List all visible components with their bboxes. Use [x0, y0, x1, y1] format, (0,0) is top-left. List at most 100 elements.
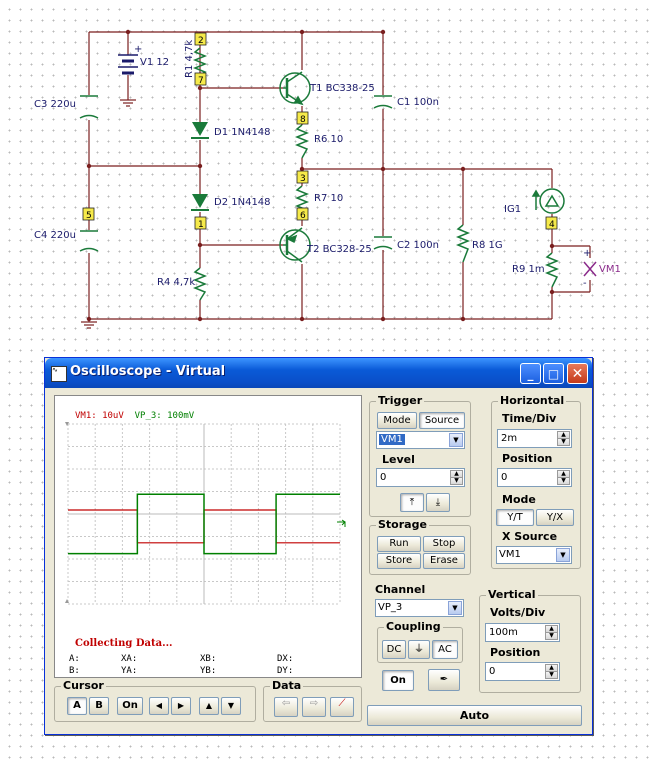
- trigger-group: Trigger Mode Source VM1 ▼ Level 0 ▲ ▼ ⤒ …: [369, 394, 471, 517]
- storage-stop-button[interactable]: Stop: [423, 536, 465, 552]
- time-div-label: Time/Div: [502, 412, 557, 425]
- trigger-source-button[interactable]: Source: [419, 412, 465, 429]
- horizontal-group: Horizontal Time/Div 2m ▲ ▼ Position 0 ▲ …: [491, 394, 581, 569]
- battery-v1: [118, 54, 138, 75]
- v-position-input[interactable]: 0 ▲ ▼: [485, 662, 560, 681]
- time-div-input[interactable]: 2m ▲ ▼: [497, 429, 572, 448]
- minimize-button[interactable]: _: [520, 363, 541, 384]
- close-button[interactable]: ✕: [567, 363, 588, 384]
- trigger-level-input[interactable]: 0 ▲ ▼: [376, 468, 465, 487]
- channel-label: Channel: [375, 583, 426, 596]
- node-4: 4: [545, 216, 558, 230]
- label-c4: C4 220u: [34, 230, 76, 241]
- trigger-source-select[interactable]: VM1 ▼: [376, 431, 465, 449]
- cursor-right-button[interactable]: ▶: [171, 697, 191, 715]
- mode-yt-button[interactable]: Y/T: [496, 509, 534, 526]
- spin-down-icon[interactable]: ▼: [545, 671, 558, 679]
- resistor-r8: [455, 224, 471, 263]
- node-3: 3: [296, 170, 309, 184]
- chevron-down-icon: ▼: [556, 548, 570, 562]
- cursor-b-button[interactable]: B: [89, 697, 109, 715]
- vm1-scale: VM1: 10uV: [75, 411, 124, 421]
- h-position-label: Position: [502, 452, 553, 465]
- label-vm1: VM1: [599, 264, 621, 275]
- battery-plus-sign: +: [134, 44, 142, 55]
- spin-down-icon[interactable]: ▼: [545, 632, 558, 640]
- vp3-scale: VP_3: 100mV: [134, 411, 195, 421]
- label-t2: T2 BC328-25: [306, 244, 372, 255]
- label-t1: T1 BC338-25: [309, 83, 375, 94]
- svg-text:7: 7: [198, 76, 204, 86]
- trigger-falling-button[interactable]: ⤓: [426, 493, 450, 512]
- ground-icon: [81, 99, 136, 329]
- spin-down-icon[interactable]: ▼: [450, 477, 463, 485]
- trigger-rising-button[interactable]: ⤒: [400, 493, 424, 512]
- bottom-marker-icon: [65, 599, 69, 603]
- export-icon: ⇨: [309, 698, 319, 709]
- plot-icon: ⟋: [338, 698, 346, 709]
- node-5: 5: [82, 207, 95, 221]
- trigger-level-value: 0: [380, 472, 387, 483]
- trigger-marker-icon: [337, 519, 346, 527]
- channel-on-button[interactable]: On: [382, 670, 414, 691]
- node-7: 7: [194, 72, 207, 86]
- coupling-dc-button[interactable]: DC: [382, 640, 406, 659]
- oscilloscope-icon: ∿: [51, 366, 67, 382]
- svg-text:1: 1: [198, 220, 204, 230]
- maximize-button[interactable]: □: [543, 363, 564, 384]
- cursor-a-button[interactable]: A: [67, 697, 87, 715]
- v-position-label: Position: [490, 646, 541, 659]
- import-icon: ⇦: [281, 698, 291, 709]
- cursor-on-button[interactable]: On: [117, 697, 143, 715]
- label-c1: C1 100n: [397, 97, 439, 108]
- v-position-value: 0: [489, 666, 496, 677]
- junction-dots: [86, 29, 555, 322]
- mode-yx-button[interactable]: Y/X: [536, 509, 574, 526]
- chevron-down-icon: ▼: [448, 601, 462, 615]
- channel-color-button[interactable]: ✒: [428, 669, 460, 691]
- readout-dy: DY:: [277, 666, 294, 676]
- capacitor-c1: [373, 95, 393, 109]
- resistor-r4: [192, 267, 208, 301]
- cursor-group: Cursor A B On ◀ ▶ ▲ ▼: [54, 679, 256, 722]
- chevron-down-icon: ▼: [449, 433, 463, 447]
- storage-run-button[interactable]: Run: [377, 536, 421, 552]
- spin-down-icon[interactable]: ▼: [557, 477, 570, 485]
- readout-xa: XA:: [121, 654, 138, 664]
- trigger-source-value: VM1: [379, 434, 405, 445]
- coupling-ac-button[interactable]: AC: [432, 640, 458, 659]
- vertical-label: Vertical: [486, 588, 538, 601]
- node-1: 1: [194, 216, 207, 230]
- volts-div-input[interactable]: 100m ▲ ▼: [485, 623, 560, 642]
- label-r4: R4 4,7k: [157, 277, 195, 288]
- auto-button[interactable]: Auto: [367, 705, 582, 726]
- node-8: 8: [296, 111, 309, 125]
- svg-text:6: 6: [300, 211, 306, 221]
- trigger-level-icon: [65, 422, 69, 426]
- spin-down-icon[interactable]: ▼: [557, 438, 570, 446]
- cursor-down-button[interactable]: ▼: [221, 697, 241, 715]
- time-div-value: 2m: [501, 433, 518, 444]
- coupling-gnd-button[interactable]: ⏚: [408, 640, 430, 659]
- cursor-left-button[interactable]: ◀: [149, 697, 169, 715]
- label-c2: C2 100n: [397, 240, 439, 251]
- data-export-button[interactable]: ⇨: [302, 697, 326, 717]
- horizontal-label: Horizontal: [498, 394, 567, 407]
- label-d1: D1 1N4148: [214, 127, 271, 138]
- oscilloscope-window: ∿ Oscilloscope - Virtual _ □ ✕ VM1: 10uV…: [44, 357, 593, 735]
- schematic-wires: [88, 31, 591, 320]
- h-position-input[interactable]: 0 ▲ ▼: [497, 468, 572, 487]
- trigger-mode-button[interactable]: Mode: [377, 412, 417, 429]
- volts-div-value: 100m: [489, 627, 518, 638]
- data-plot-button[interactable]: ⟋: [330, 697, 354, 717]
- xsource-select[interactable]: VM1 ▼: [496, 546, 572, 564]
- svg-text:5: 5: [86, 211, 92, 221]
- title-bar[interactable]: ∿ Oscilloscope - Virtual _ □ ✕: [45, 358, 592, 388]
- storage-store-button[interactable]: Store: [377, 553, 421, 569]
- data-import-button[interactable]: ⇦: [274, 697, 298, 717]
- storage-group: Storage Run Stop Store Erase: [369, 518, 471, 575]
- cursor-up-button[interactable]: ▲: [199, 697, 219, 715]
- storage-erase-button[interactable]: Erase: [423, 553, 465, 569]
- channel-select[interactable]: VP_3 ▼: [375, 599, 464, 617]
- volts-div-label: Volts/Div: [490, 606, 546, 619]
